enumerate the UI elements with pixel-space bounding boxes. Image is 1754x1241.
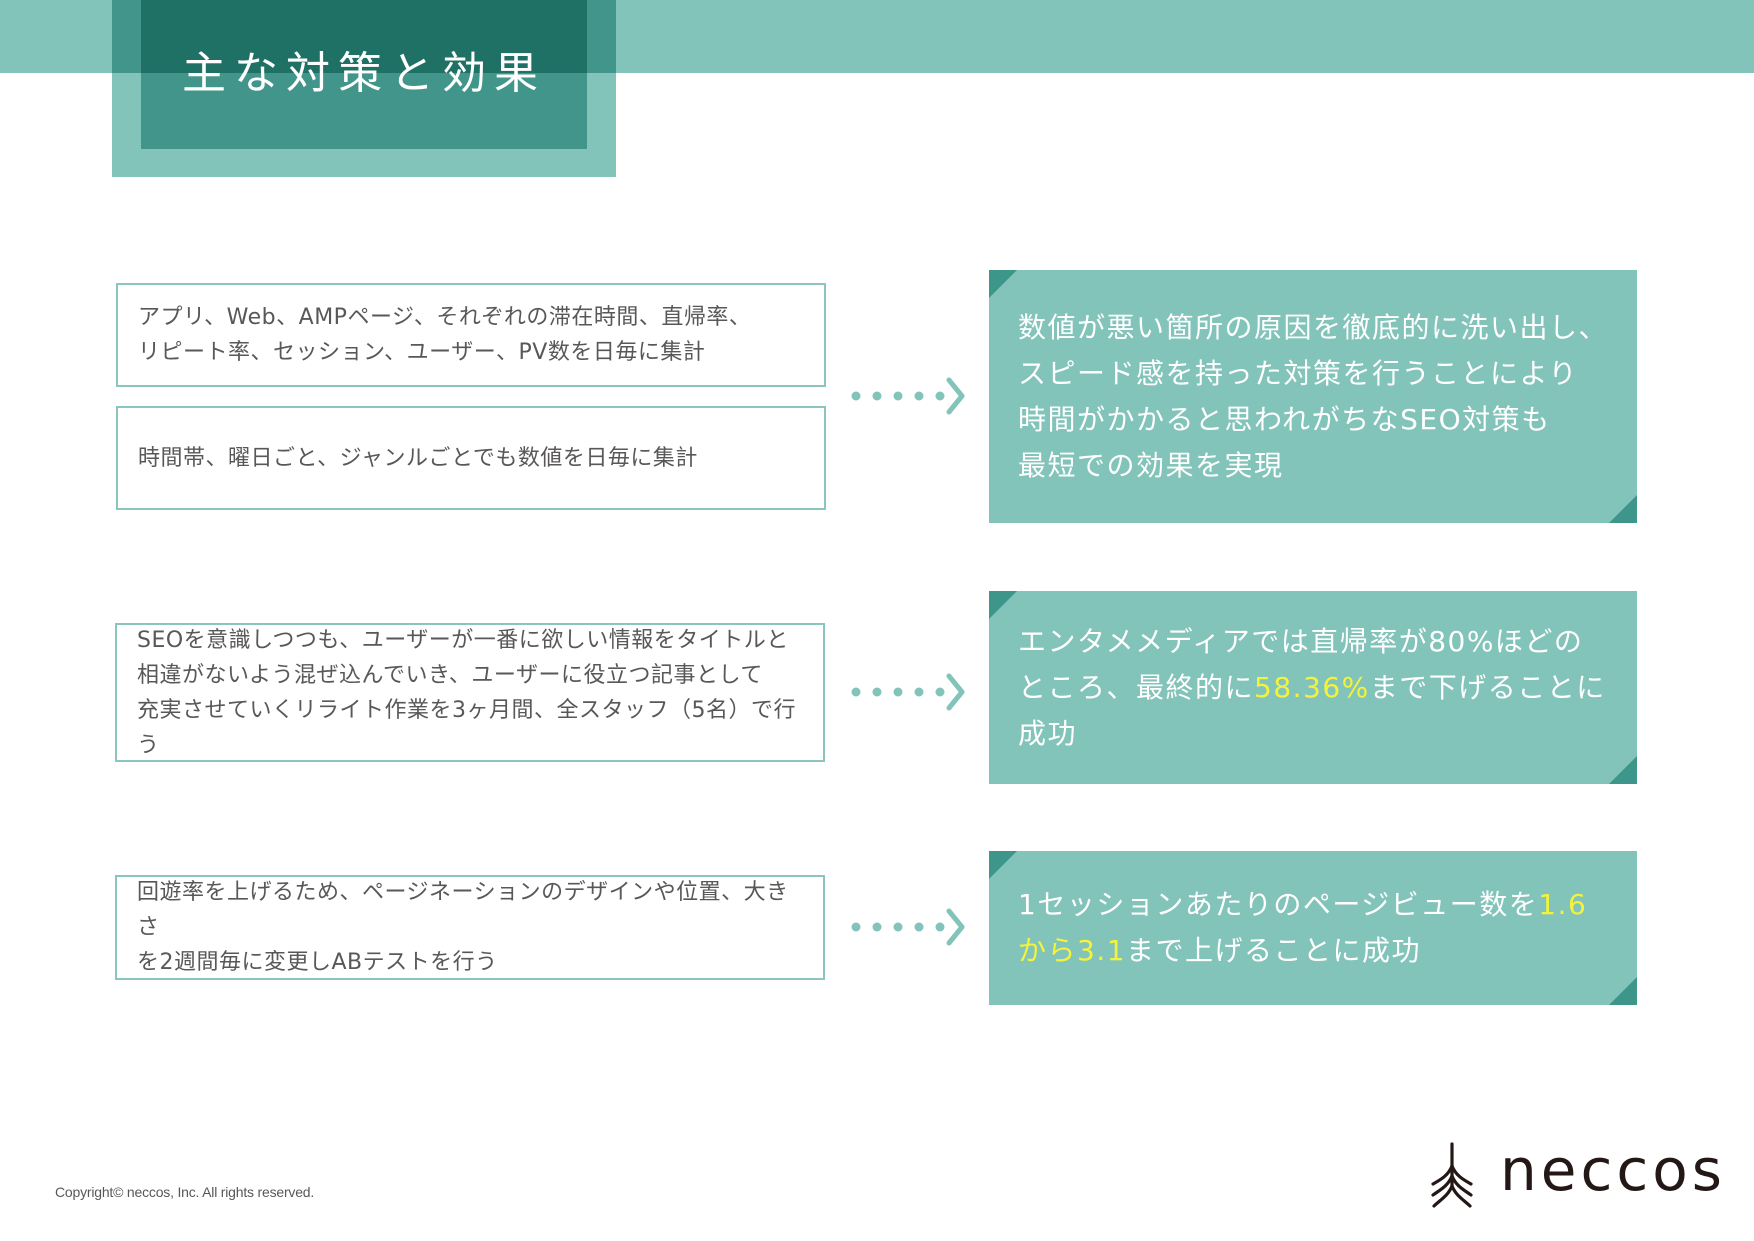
result-segment: まで上げることに成功 (1126, 934, 1422, 967)
result-segment: まで下げることに 成功 (1018, 670, 1606, 750)
action-box: 時間帯、曜日ごと、ジャンルごとでも数値を日毎に集計 (116, 406, 826, 510)
page-title: 主な対策と効果 (182, 48, 546, 99)
result-box: 1セッションあたりのページビュー数を1.6 から3.1まで上げることに成功 (989, 851, 1637, 1005)
action-box: アプリ、Web、AMPページ、それぞれの滞在時間、直帰率、 リピート率、セッショ… (116, 283, 826, 387)
corner-triangle-br (1609, 756, 1637, 784)
action-text: アプリ、Web、AMPページ、それぞれの滞在時間、直帰率、 リピート率、セッショ… (138, 305, 752, 365)
neccos-logo: neccos (1430, 1136, 1722, 1212)
action-text: SEOを意識しつつも、ユーザーが一番に欲しい情報をタイトルと 相違がないよう混ぜ… (137, 627, 796, 758)
result-segment: 数値が悪い箇所の原因を徹底的に洗い出し、 スピード感を持った対策を行うことにより… (1018, 310, 1609, 482)
title-block-inner-lower (141, 73, 587, 149)
action-text: 時間帯、曜日ごと、ジャンルごとでも数値を日毎に集計 (138, 445, 698, 471)
corner-triangle-tl (989, 270, 1017, 298)
action-box: SEOを意識しつつも、ユーザーが一番に欲しい情報をタイトルと 相違がないよう混ぜ… (115, 623, 825, 762)
result-box: エンタメメディアでは直帰率が80%ほどの ところ、最終的に58.36%まで下げる… (989, 591, 1637, 784)
result-segment: 1セッションあたりのページビュー数を (1018, 888, 1539, 921)
corner-triangle-tl (989, 591, 1017, 619)
result-text: エンタメメディアでは直帰率が80%ほどの ところ、最終的に58.36%まで下げる… (1018, 619, 1606, 757)
dotted-arrow-icon (850, 672, 965, 712)
result-text: 1セッションあたりのページビュー数を1.6 から3.1まで上げることに成功 (1018, 882, 1587, 974)
corner-triangle-br (1609, 495, 1637, 523)
tree-roots-icon (1431, 1142, 1473, 1208)
copyright-text: Copyright© neccos, Inc. All rights reser… (55, 1184, 315, 1200)
corner-triangle-tl (989, 851, 1017, 879)
highlight-value: 58.36% (1254, 670, 1370, 704)
highlight-value: 1.6 から3.1 (1018, 888, 1588, 967)
result-box: 数値が悪い箇所の原因を徹底的に洗い出し、 スピード感を持った対策を行うことにより… (989, 270, 1637, 523)
dotted-arrow-icon (850, 907, 965, 947)
corner-triangle-br (1609, 977, 1637, 1005)
dotted-arrow-icon (850, 376, 965, 416)
title-block-inner (141, 0, 587, 73)
action-box: 回遊率を上げるため、ページネーションのデザインや位置、大きさ を2週間毎に変更し… (115, 875, 825, 980)
logo-wordmark: neccos (1500, 1136, 1726, 1204)
action-text: 回遊率を上げるため、ページネーションのデザインや位置、大きさ を2週間毎に変更し… (137, 880, 789, 975)
result-segment: エンタメメディアでは直帰率が80%ほどの ところ、最終的に (1018, 624, 1584, 704)
result-text: 数値が悪い箇所の原因を徹底的に洗い出し、 スピード感を持った対策を行うことにより… (1018, 305, 1608, 489)
